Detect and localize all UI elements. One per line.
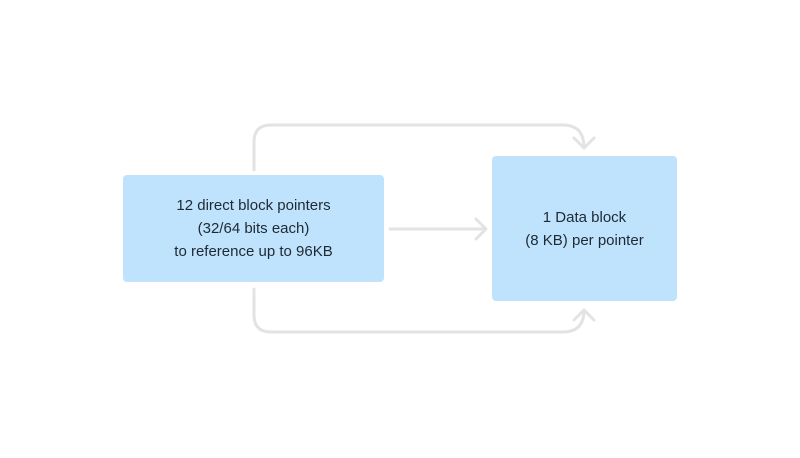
arrowhead-direct	[474, 217, 488, 241]
pointers-node-line-2: (32/64 bits each)	[197, 220, 310, 237]
direct-block-pointers-node: 12 direct block pointers (32/64 bits eac…	[123, 175, 384, 282]
pointers-node-line-1: 12 direct block pointers	[176, 197, 331, 214]
connector-top-loop	[252, 123, 586, 172]
data-node-line-2: (8 KB) per pointer	[525, 231, 644, 249]
data-block-node: 1 Data block (8 KB) per pointer	[492, 156, 677, 301]
pointers-node-line-3: to reference up to 96KB	[174, 243, 333, 260]
arrowhead-bottom	[572, 308, 596, 322]
connector-bottom-loop	[252, 287, 586, 334]
data-node-line-1: 1 Data block	[542, 208, 627, 226]
arrowhead-top	[572, 136, 596, 150]
